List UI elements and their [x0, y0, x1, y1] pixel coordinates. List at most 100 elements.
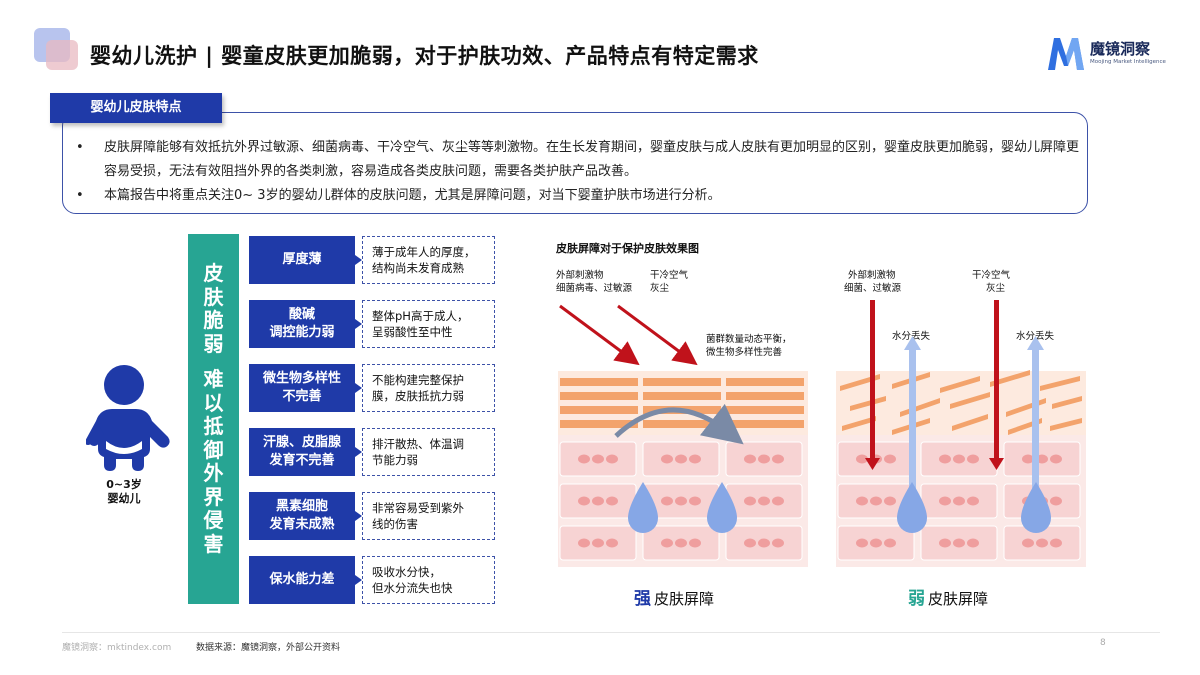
- cell-nucleus: [578, 496, 590, 506]
- cell-nucleus: [758, 538, 770, 548]
- footer-source: 数据来源：魔镜洞察，外部公开资料: [196, 643, 341, 653]
- cell-nucleus: [675, 496, 687, 506]
- bullet-list: 皮肤屏障能够有效抵抗外界过敏源、细菌病毒、干冷空气、灰尘等等刺激物。在生长发育期…: [76, 136, 1081, 208]
- barrier-layer-brick: [560, 420, 638, 428]
- strong-stimulus-1-line2: 细菌病毒、过敏源: [556, 282, 633, 294]
- barrier-layer-brick: [560, 378, 638, 386]
- strong-barrier-panel: 外部刺激物 细菌病毒、过敏源 干冷空气 灰尘 菌群数量动态平衡， 微生物多样性完…: [556, 269, 808, 609]
- water-loss-label: 水分丢失: [892, 330, 931, 342]
- cell-nucleus: [870, 538, 882, 548]
- skin-barrier-diagram: 皮肤屏障对于保护皮肤效果图 外部刺激物 细菌病毒、过敏源 干冷空气 灰尘 菌群数…: [555, 241, 1086, 609]
- barrier-layer-brick: [726, 392, 804, 400]
- weak-stimulus-1-line2: 细菌、过敏源: [844, 282, 902, 294]
- connector-arrow-icon: [355, 319, 362, 329]
- vertical-char: 脆: [203, 308, 224, 332]
- penetrating-arrow: [994, 300, 999, 460]
- flora-balance-line2: 微生物多样性完善: [706, 346, 783, 358]
- water-loss-label: 水分丢失: [1016, 330, 1055, 342]
- brand-subtitle: Moojing Market Intelligence: [1090, 59, 1166, 65]
- barrier-layer-brick: [560, 392, 638, 400]
- cell-nucleus: [856, 496, 868, 506]
- feature-description: 非常容易受到紫外线的伤害: [362, 492, 495, 540]
- cell-nucleus: [578, 538, 590, 548]
- feature-desc-line: 排汗散热、体温调: [372, 437, 464, 451]
- vertical-char: 抵: [203, 414, 224, 438]
- cell-nucleus: [758, 496, 770, 506]
- barrier-layer-brick: [560, 406, 638, 414]
- damaged-layer-fragment: [940, 376, 980, 393]
- weak-caption-emphasis: 弱: [908, 589, 925, 609]
- feature-label: 酸碱调控能力弱: [249, 300, 355, 348]
- strong-stimulus-2-line1: 干冷空气: [650, 269, 689, 281]
- damaged-layer-fragment: [990, 370, 1030, 387]
- water-drop-icon: [897, 482, 927, 533]
- feature-label-line: 微生物多样性: [262, 371, 341, 386]
- cell-nucleus: [953, 496, 965, 506]
- cell-nucleus: [758, 454, 770, 464]
- damaged-layer-fragment: [1050, 418, 1082, 431]
- cell-nucleus: [772, 454, 784, 464]
- brand-m-logo-icon: [1048, 38, 1084, 70]
- feature-label: 汗腺、皮脂腺发育不完善: [249, 428, 355, 476]
- weak-stimulus-1-line1: 外部刺激物: [848, 269, 896, 281]
- vertical-char: 弱: [203, 331, 224, 356]
- circulation-arrow: [614, 403, 744, 445]
- damaged-layer-fragment: [952, 414, 988, 431]
- damaged-layer-fragment: [1040, 376, 1080, 391]
- diagram-title: 皮肤屏障对于保护皮肤效果图: [555, 241, 699, 255]
- feature-label-line: 厚度薄: [282, 252, 322, 267]
- vertical-char: 界: [203, 484, 224, 509]
- cell-nucleus: [606, 538, 618, 548]
- feature-description: 整体pH高于成人，呈弱酸性至中性: [362, 300, 495, 348]
- cell-nucleus: [689, 454, 701, 464]
- vertical-char: 难: [203, 367, 224, 391]
- feature-label-line: 黑素细胞: [275, 499, 328, 514]
- cell-nucleus: [772, 496, 784, 506]
- vertical-char: 外: [203, 461, 224, 485]
- cell-nucleus: [592, 538, 604, 548]
- feature-description: 排汗散热、体温调节能力弱: [362, 428, 495, 476]
- connector-arrow-icon: [355, 447, 362, 457]
- baby-group-name: 婴幼儿: [107, 492, 141, 505]
- feature-label-line: 发育未成熟: [269, 517, 335, 532]
- section-tab-label: 婴幼儿皮肤特点: [50, 93, 222, 123]
- baby-icon: [86, 365, 170, 471]
- vertical-char: 以: [203, 390, 224, 415]
- feature-desc-line: 但水分流失也快: [372, 581, 453, 595]
- damaged-layer-fragment: [842, 416, 876, 431]
- title-decoration-accent: [46, 40, 78, 70]
- baby-age-label: 0~3岁 婴幼儿: [86, 478, 162, 506]
- cell-nucleus: [675, 538, 687, 548]
- cell-nucleus: [884, 496, 896, 506]
- vertical-summary-bar: [188, 234, 239, 604]
- feature-desc-line: 膜，皮肤抵抗力弱: [372, 389, 464, 403]
- vertical-char: 御: [203, 437, 224, 462]
- cell-nucleus: [772, 538, 784, 548]
- cell-nucleus: [744, 496, 756, 506]
- feature-desc-line: 节能力弱: [372, 453, 418, 467]
- strong-caption: 皮肤屏障: [654, 590, 714, 608]
- weak-caption: 皮肤屏障: [928, 590, 988, 608]
- feature-description: 吸收水分快，但水分流失也快: [362, 556, 495, 604]
- cell-nucleus: [967, 454, 979, 464]
- feature-desc-line: 不能构建完整保护: [372, 373, 464, 387]
- feature-label-line: 汗腺、皮脂腺: [262, 435, 341, 450]
- cell-nucleus: [606, 454, 618, 464]
- cell-nucleus: [939, 496, 951, 506]
- cell-nucleus: [689, 496, 701, 506]
- strong-stimulus-2-line2: 灰尘: [650, 282, 670, 294]
- footer-site: 魔镜洞察：mktindex.com: [62, 643, 172, 653]
- feature-label: 黑素细胞发育未成熟: [249, 492, 355, 540]
- cell-nucleus: [856, 454, 868, 464]
- connector-arrow-icon: [355, 575, 362, 585]
- bullet-item: 皮肤屏障能够有效抵抗外界过敏源、细菌病毒、干冷空气、灰尘等等刺激物。在生长发育期…: [76, 136, 1081, 184]
- water-drop-icon: [707, 482, 737, 533]
- connector-arrow-icon: [355, 383, 362, 393]
- vertical-char: 害: [203, 531, 224, 556]
- weak-stimulus-2-line2: 灰尘: [986, 282, 1006, 294]
- feature-description: 不能构建完整保护膜，皮肤抵抗力弱: [362, 364, 495, 412]
- cell-nucleus: [744, 538, 756, 548]
- connector-arrow-icon: [355, 255, 362, 265]
- page-title: 婴幼儿洗护 | 婴童皮肤更加脆弱，对于护肤功效、产品特点有特定需求: [90, 44, 759, 68]
- cell-nucleus: [606, 496, 618, 506]
